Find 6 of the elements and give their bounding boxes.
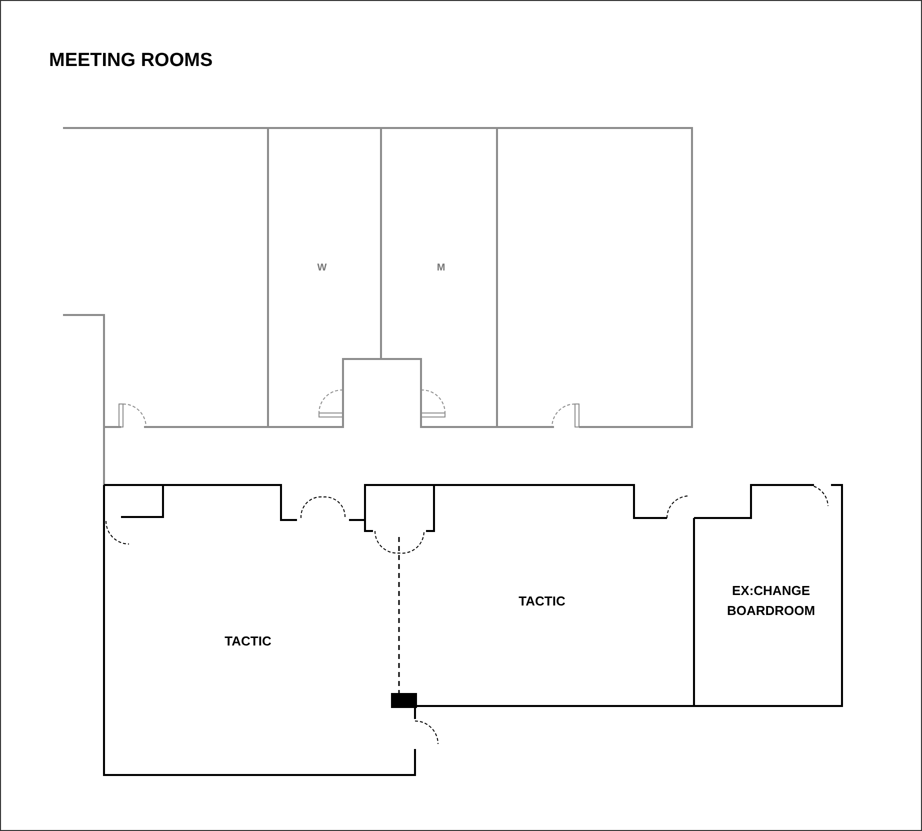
plan-title: MEETING ROOMS [49, 50, 213, 72]
restroom-label: W [317, 262, 327, 274]
room-label: TACTIC [518, 594, 566, 608]
room-label: EX:CHANGE BOARDROOM [726, 582, 816, 620]
restroom-label: M [436, 262, 446, 274]
room-label: TACTIC [224, 634, 272, 648]
